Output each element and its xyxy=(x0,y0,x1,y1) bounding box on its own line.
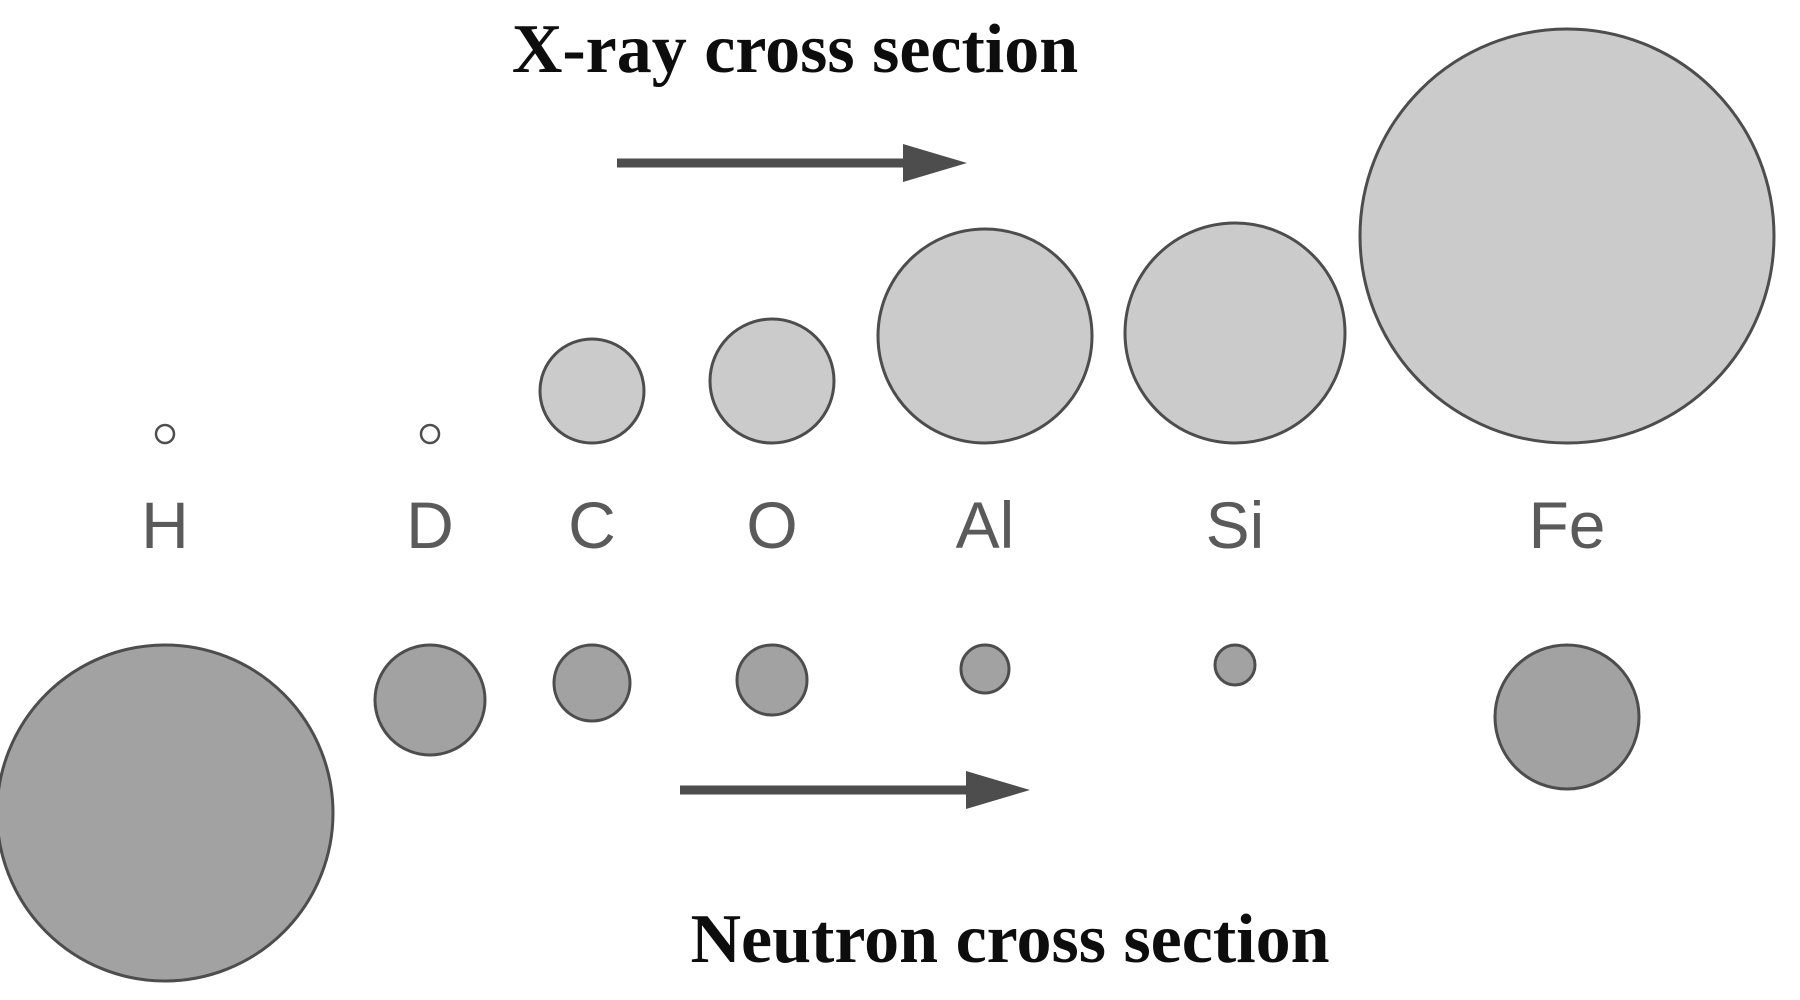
element-group-si: Si xyxy=(1123,221,1347,687)
element-label-d: D xyxy=(406,488,454,562)
neutron-circle-h xyxy=(0,643,335,983)
element-group-d: D xyxy=(373,423,487,757)
neutron-circle-si xyxy=(1213,643,1257,687)
xray-circle-si xyxy=(1123,221,1347,445)
element-label-si: Si xyxy=(1206,488,1265,562)
xray-circle-h xyxy=(154,423,176,445)
element-label-h: H xyxy=(141,488,189,562)
xray-circle-d xyxy=(419,423,441,445)
xray-arrow-icon xyxy=(617,144,967,182)
neutron-circle-fe xyxy=(1493,643,1641,791)
element-group-c: C xyxy=(538,337,646,723)
neutron-circle-c xyxy=(552,643,632,723)
xray-circle-o xyxy=(708,317,836,445)
xray-circle-al xyxy=(876,227,1094,445)
element-label-fe: Fe xyxy=(1528,488,1605,562)
element-label-c: C xyxy=(568,488,616,562)
neutron-title: Neutron cross section xyxy=(690,901,1329,978)
neutron-circle-d xyxy=(373,643,487,757)
elements-layer: H D C O Al Si Fe xyxy=(0,27,1776,983)
xray-title: X-ray cross section xyxy=(512,11,1078,88)
neutron-circle-o xyxy=(735,643,809,717)
element-label-o: O xyxy=(746,488,797,562)
neutron-arrow-icon xyxy=(680,771,1030,809)
element-group-al: Al xyxy=(876,227,1094,695)
xray-circle-fe xyxy=(1358,27,1776,445)
neutron-circle-al xyxy=(959,643,1011,695)
element-group-o: O xyxy=(708,317,836,717)
element-group-h: H xyxy=(0,423,335,983)
element-group-fe: Fe xyxy=(1358,27,1776,791)
xray-circle-c xyxy=(538,337,646,445)
element-label-al: Al xyxy=(956,488,1015,562)
